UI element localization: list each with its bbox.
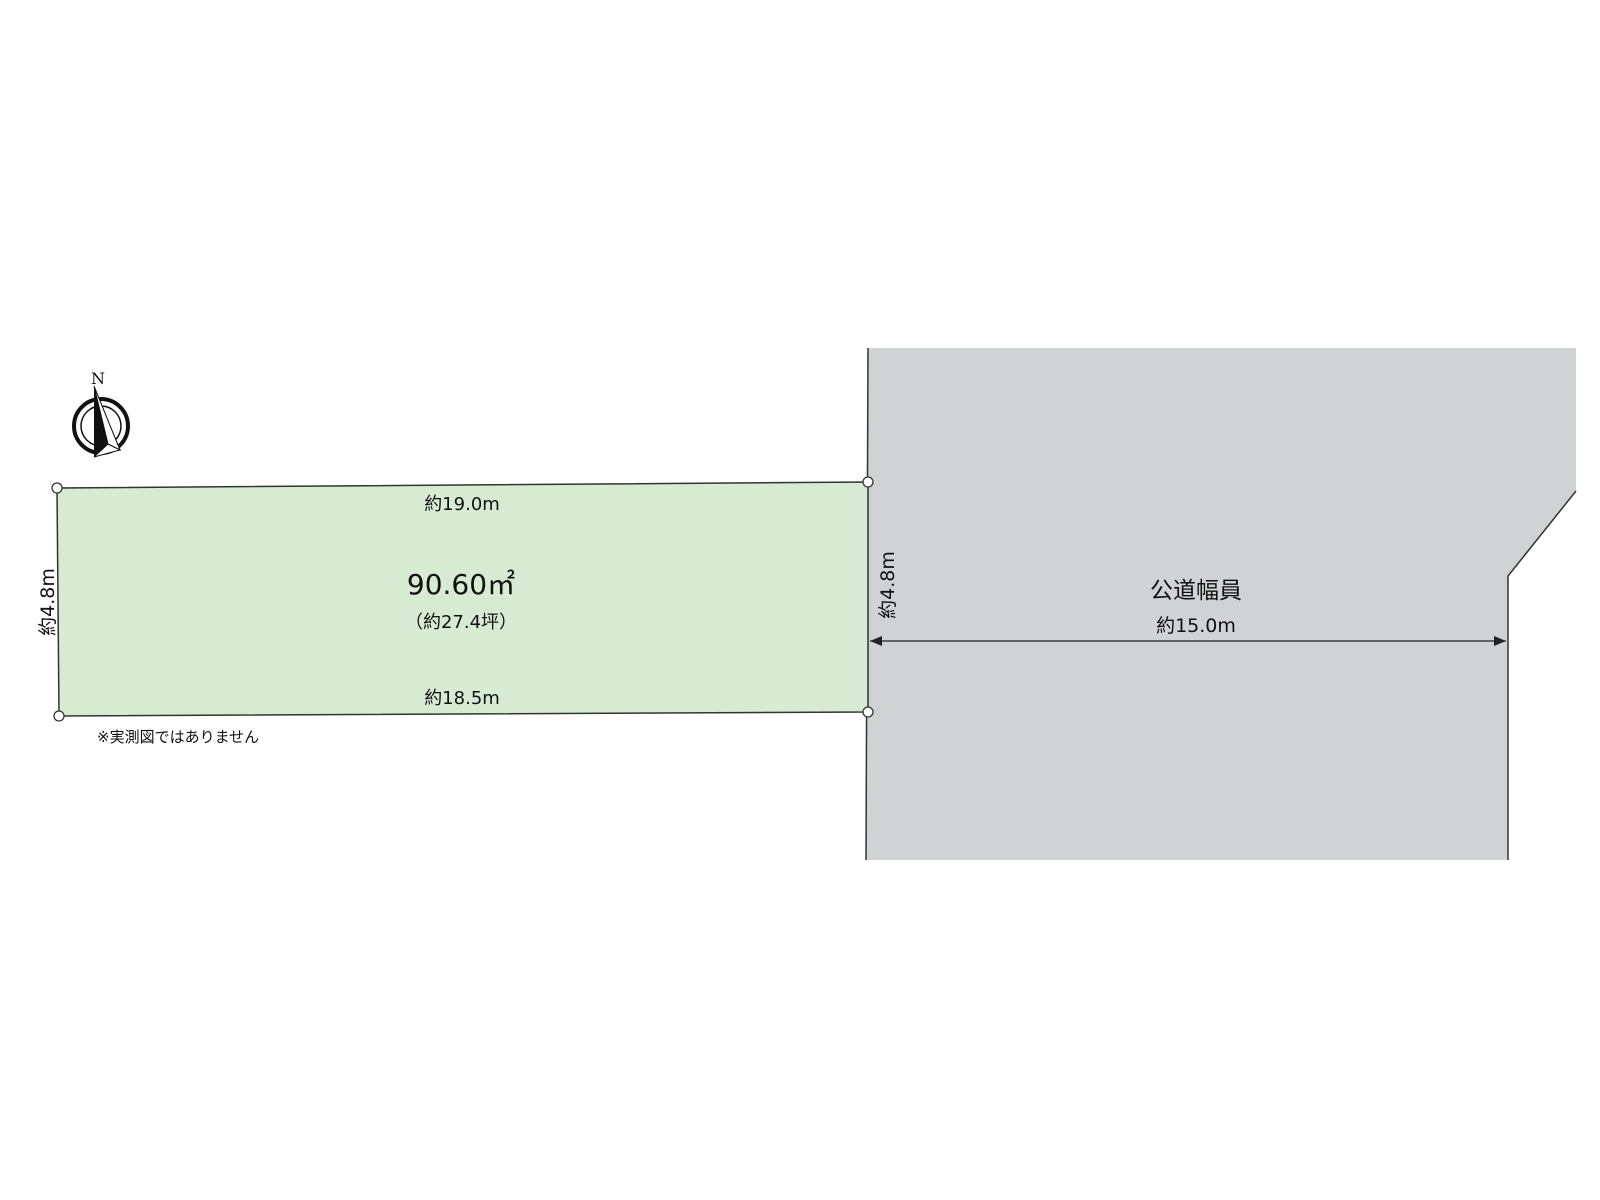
- lot-area-tsubo: （約27.4坪）: [405, 612, 517, 633]
- disclaimer-note: ※実測図ではありません: [97, 728, 259, 746]
- lot-left-side-length: 約4.8m: [37, 568, 59, 636]
- corner-marker: [862, 706, 874, 718]
- road-right-edge: [1507, 490, 1577, 860]
- road-name-label: 公道幅員: [1150, 578, 1242, 604]
- corner-marker: [862, 476, 874, 488]
- corner-marker: [53, 710, 65, 722]
- lot-top-side-length: 約19.0m: [424, 494, 500, 515]
- road-width-label: 約15.0m: [1156, 615, 1236, 637]
- public-road-area: [866, 348, 1576, 860]
- lot-right-side-length: 約4.8m: [877, 551, 899, 619]
- lot-area-value: 90.60㎡: [407, 568, 515, 601]
- north-arrow-icon: N: [72, 369, 130, 458]
- road-width-arrow: [870, 636, 1506, 646]
- corner-marker: [51, 482, 63, 494]
- compass-north-label: N: [91, 369, 105, 388]
- lot-bottom-side-length: 約18.5m: [424, 688, 500, 709]
